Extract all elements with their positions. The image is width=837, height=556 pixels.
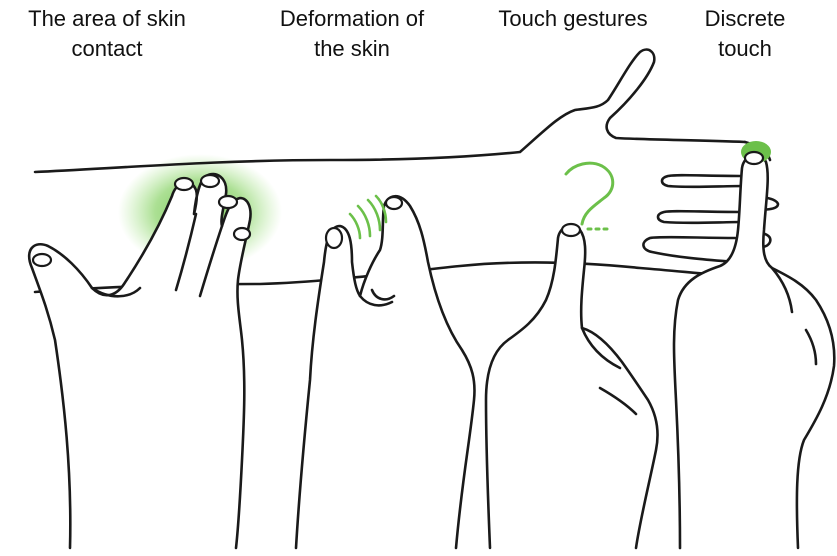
label-skin-deformation-line1: Deformation of xyxy=(252,4,452,34)
hand-deformation xyxy=(296,196,475,548)
label-skin-deformation: Deformation of the skin xyxy=(252,4,452,64)
label-skin-deformation-line2: the skin xyxy=(252,34,452,64)
gesture-trail xyxy=(566,163,613,224)
label-skin-contact: The area of skin contact xyxy=(0,4,214,64)
label-discrete-touch-line1: Discrete xyxy=(690,4,800,34)
deformation-marks xyxy=(350,196,386,238)
label-skin-contact-line2: contact xyxy=(0,34,214,64)
hand-gesture xyxy=(486,163,658,548)
label-discrete-touch: Discrete touch xyxy=(690,4,800,64)
hand-discrete xyxy=(674,141,834,548)
label-touch-gestures: Touch gestures xyxy=(478,4,668,34)
label-skin-contact-line1: The area of skin xyxy=(0,4,214,34)
label-touch-gestures-line1: Touch gestures xyxy=(478,4,668,34)
label-discrete-touch-line2: touch xyxy=(690,34,800,64)
